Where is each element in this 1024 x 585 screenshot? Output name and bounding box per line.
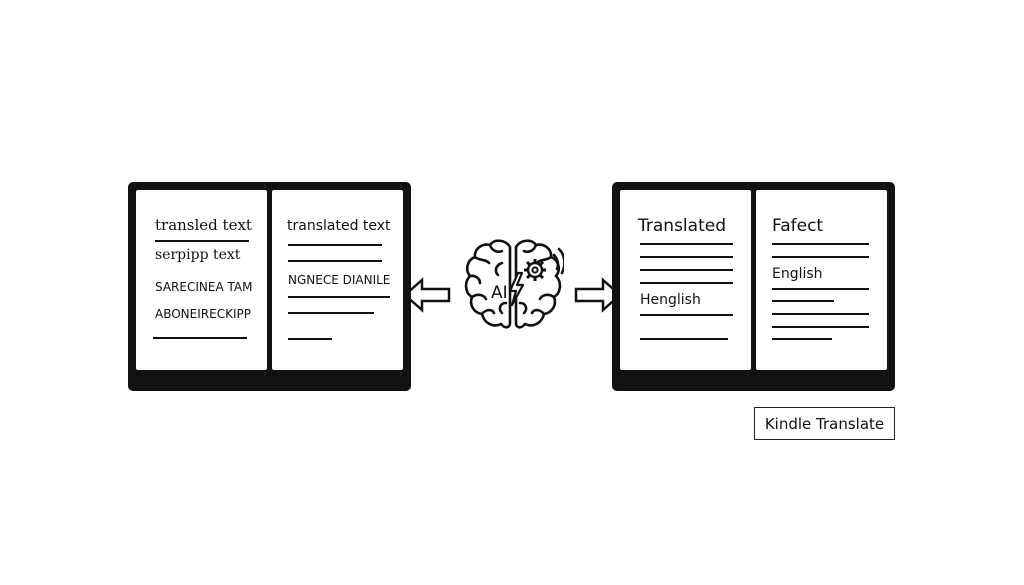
text-line: [772, 243, 869, 245]
text-line: [155, 240, 249, 242]
lightning-bolt-icon: [508, 271, 525, 307]
kindle-translate-caption: Kindle Translate: [754, 407, 895, 440]
text-line: [640, 338, 728, 340]
ai-label: AI: [491, 283, 508, 303]
source-book-left-page: transled text serpipp text SARECINEA TAM…: [136, 190, 267, 370]
book-spine: [267, 182, 272, 370]
translated-book: Translated Henglish Fafect English: [612, 182, 895, 391]
text-line: [288, 244, 382, 246]
text-line: [640, 243, 733, 245]
arrow-left-icon: [403, 277, 451, 313]
book-spine: [751, 182, 756, 370]
text-line: [640, 269, 733, 271]
text-line: [288, 338, 332, 340]
text-line: [772, 256, 869, 258]
gear-icon: [524, 259, 546, 281]
text-line: [153, 337, 247, 339]
source-right-line-1: NGNECE DIANILE: [288, 273, 391, 287]
translated-right-heading: Fafect: [772, 216, 824, 236]
text-line: [772, 313, 869, 315]
arrow-right-icon: [574, 277, 622, 313]
translated-book-right-page: Fafect English: [756, 190, 887, 370]
source-left-line-2: SARECINEA TAM: [155, 280, 253, 294]
text-line: [640, 282, 733, 284]
text-line: [772, 288, 869, 290]
text-line: [772, 326, 869, 328]
text-line: [640, 256, 733, 258]
source-left-heading: transled text: [155, 216, 252, 234]
source-left-line-1: serpipp text: [155, 247, 241, 263]
translated-right-line-1: English: [772, 266, 823, 282]
caption-label: Kindle Translate: [764, 414, 885, 433]
text-line: [772, 300, 834, 302]
translated-left-line-1: Henglish: [640, 292, 701, 308]
text-line: [772, 338, 832, 340]
source-book: transled text serpipp text SARECINEA TAM…: [128, 182, 411, 391]
source-left-line-3: ABONEIRECKIPP: [155, 307, 251, 321]
translated-left-heading: Translated: [638, 216, 726, 236]
source-right-heading: translated text: [287, 218, 391, 234]
text-line: [288, 260, 382, 262]
text-line: [640, 314, 733, 316]
text-line: [288, 312, 374, 314]
source-book-right-page: translated text NGNECE DIANILE: [272, 190, 403, 370]
brain-icon: AI: [464, 239, 564, 329]
text-line: [288, 296, 390, 298]
translated-book-left-page: Translated Henglish: [620, 190, 751, 370]
